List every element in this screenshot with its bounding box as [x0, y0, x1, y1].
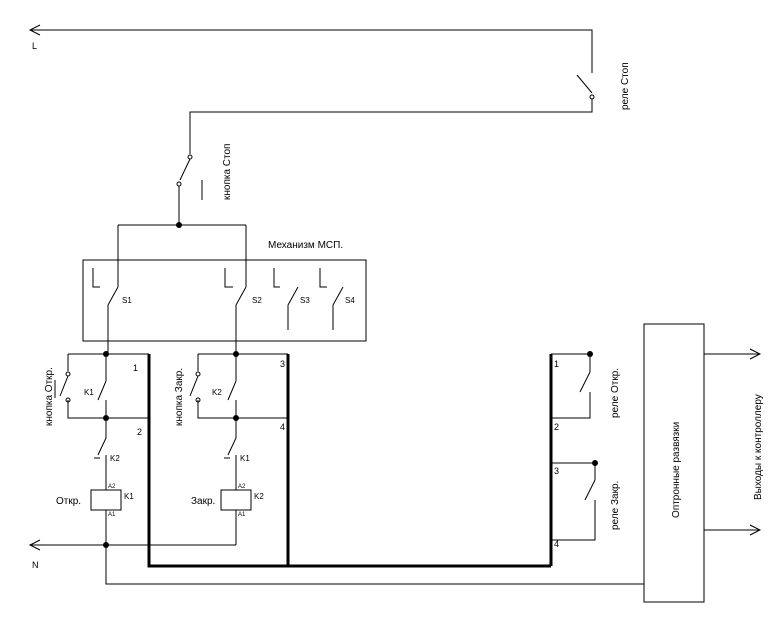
label-s3: S3: [300, 296, 310, 305]
k1-interlock-close: [224, 418, 237, 470]
label-button-close: кнопка Закр.: [174, 368, 185, 426]
label-rterm-3: 3: [554, 466, 559, 476]
label-optocoupler: Оптронные развязки: [671, 422, 682, 518]
k1-self-hold: [97, 354, 107, 418]
label-k1-interlock: K1: [240, 454, 250, 463]
label-relay-open: реле Откр.: [610, 368, 621, 418]
wire-split: [117, 224, 247, 287]
label-term-2: 2: [137, 427, 142, 437]
junction-close-mid: [233, 415, 239, 421]
junction-close-top: [233, 351, 239, 357]
label-coil-open: Откр.: [56, 496, 81, 507]
junction-N: [103, 542, 109, 548]
junction-stop: [176, 222, 182, 228]
optocoupler-box: [643, 323, 705, 603]
label-rterm-1: 1: [554, 359, 559, 369]
label-rterm-2: 2: [554, 422, 559, 432]
label-a1-close: A1: [238, 512, 246, 518]
arrow-L: [28, 24, 41, 36]
switch-s4: [319, 268, 344, 330]
button-stop-terminal: [187, 154, 193, 160]
label-coil-k1: K1: [124, 492, 134, 501]
label-k2-contact: K2: [212, 388, 222, 397]
switch-s1: [92, 268, 119, 353]
junction-open-mid: [103, 415, 109, 421]
label-relay-stop: реле Стоп: [620, 62, 631, 110]
label-s4: S4: [345, 296, 355, 305]
junction-relay-open: [587, 351, 593, 357]
label-s2: S2: [252, 296, 262, 305]
label-s1: S1: [122, 296, 132, 305]
relay-stop-terminal: [589, 94, 595, 100]
relay-stop-contact: [576, 74, 593, 94]
arrow-N: [28, 539, 41, 551]
label-coil-close: Закр.: [191, 496, 215, 507]
wire-close-branch: [197, 353, 288, 419]
label-rterm-4: 4: [554, 539, 559, 549]
junction-relay-close: [592, 460, 598, 466]
wire-L: [30, 29, 593, 73]
bus-left: [147, 354, 551, 568]
mechanism-box: [82, 259, 367, 342]
label-N: N: [32, 560, 39, 570]
button-open-terminal-top: [65, 371, 71, 377]
k2-self-hold: [227, 354, 237, 418]
label-a2-close: A2: [238, 484, 246, 490]
output-2: [704, 524, 762, 536]
label-a2-open: A2: [108, 484, 116, 490]
label-coil-k2: K2: [254, 492, 264, 501]
label-mechanism: Механизм МСП.: [268, 240, 343, 251]
k2-interlock-open: [94, 418, 107, 470]
label-term-1: 1: [133, 363, 138, 373]
label-button-open: кнопка Откр.: [44, 367, 55, 426]
label-relay-close: реле Закр.: [610, 481, 621, 530]
label-k2-interlock: K2: [110, 454, 120, 463]
button-stop-contact: [179, 158, 191, 181]
button-close-terminal-bottom: [195, 397, 201, 403]
label-term-4: 4: [280, 422, 285, 432]
button-open-contact: [54, 375, 69, 398]
button-open-terminal-bottom: [65, 397, 71, 403]
switch-s2: [224, 268, 247, 353]
button-close-contact: [189, 375, 199, 397]
wire-N-return: [105, 545, 644, 585]
button-close-terminal-top: [195, 371, 201, 377]
junction-open-top: [103, 351, 109, 357]
label-term-3: 3: [280, 359, 285, 369]
coil-close: [220, 489, 252, 511]
coil-open: [90, 489, 122, 511]
label-L: L: [32, 41, 37, 51]
output-1: [704, 348, 762, 360]
label-button-stop: кнопка Стоп: [222, 144, 233, 200]
button-stop-terminal-2: [176, 181, 182, 187]
wire-relay-stop-down: [189, 99, 593, 154]
label-k1-contact: K1: [84, 388, 94, 397]
label-outputs: Выходы к контроллеру: [753, 394, 764, 500]
switch-s3: [273, 268, 299, 330]
label-a1-open: A1: [108, 512, 116, 518]
